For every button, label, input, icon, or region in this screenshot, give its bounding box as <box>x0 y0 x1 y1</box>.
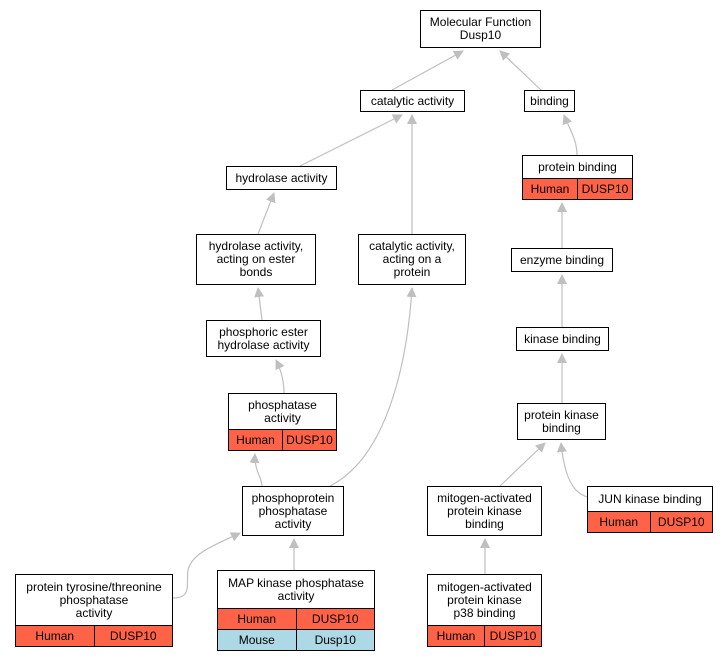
edge-mapkb-to-pkb <box>499 442 546 487</box>
go-term-title: phosphoric ester hydrolase activity <box>207 321 320 356</box>
go-term-title: protein binding <box>523 156 632 178</box>
go-term-title: catalytic activity, acting on a protein <box>359 235 465 284</box>
go-term-title: binding <box>525 91 574 111</box>
edge-ptyr-to-ppp <box>172 532 241 599</box>
go-term-node-pkb[interactable]: protein kinase binding <box>517 403 606 440</box>
go-term-label: phosphoric ester hydrolase activity <box>217 324 310 352</box>
go-term-title: protein tyrosine/threonine phosphatase a… <box>16 575 172 625</box>
species-cell: Human <box>436 629 476 643</box>
go-term-node-p38[interactable]: mitogen-activated protein kinase p38 bin… <box>427 574 542 647</box>
go-term-title: mitogen-activated protein kinase binding <box>428 487 541 535</box>
go-term-node-cat[interactable]: catalytic activity <box>360 90 465 112</box>
go-term-label: enzyme binding <box>519 252 605 267</box>
edge-ppp-to-phosact <box>249 453 263 487</box>
species-cell: Human <box>35 629 75 643</box>
go-term-title: hydrolase activity, acting on ester bond… <box>197 235 315 284</box>
go-term-node-mapkb[interactable]: mitogen-activated protein kinase binding <box>427 486 542 536</box>
go-term-node-enz[interactable]: enzyme binding <box>511 248 613 272</box>
go-term-label: binding <box>530 93 569 108</box>
go-term-title: mitogen-activated protein kinase p38 bin… <box>428 575 541 625</box>
go-term-label: JUN kinase binding <box>598 491 702 506</box>
go-term-label: protein kinase binding <box>524 407 599 435</box>
annotation-row-human: Human DUSP10 <box>523 178 632 199</box>
species-cell: Human <box>236 433 275 447</box>
species-cell: Human <box>237 612 277 626</box>
species-cell: Human <box>530 182 570 196</box>
gene-cell: Dusp10 <box>295 630 375 650</box>
go-term-node-mf[interactable]: Molecular Function Dusp10 <box>420 10 541 48</box>
go-term-title: enzyme binding <box>512 249 612 271</box>
gene-cell: DUSP10 <box>93 626 173 646</box>
edge-ppp-to-catprot <box>329 287 417 487</box>
annotation-row-human: Human DUSP10 <box>218 608 374 629</box>
annotation-row-human: Human DUSP10 <box>428 625 541 646</box>
go-term-title: catalytic activity <box>361 91 464 111</box>
go-term-title: hydrolase activity <box>227 167 336 189</box>
species-cell: Human <box>599 515 639 529</box>
go-term-title: phosphoprotein phosphatase activity <box>243 487 343 535</box>
gene-cell: DUSP10 <box>649 512 713 532</box>
edge-hydro-to-cat <box>299 114 403 167</box>
go-term-title: kinase binding <box>517 328 608 350</box>
go-term-label: catalytic activity, acting on a protein <box>369 239 455 279</box>
edge-phosact-to-phos <box>275 359 285 394</box>
go-term-title: Molecular Function Dusp10 <box>421 11 540 47</box>
gene-cell: DUSP10 <box>484 626 541 646</box>
go-term-node-ptyr[interactable]: protein tyrosine/threonine phosphatase a… <box>15 574 173 647</box>
go-term-node-phos[interactable]: phosphoric ester hydrolase activity <box>206 320 321 357</box>
go-term-label: protein binding <box>538 159 617 174</box>
gene-cell: DUSP10 <box>282 430 336 450</box>
go-term-title: protein kinase binding <box>518 404 605 439</box>
gene-cell: DUSP10 <box>295 609 375 629</box>
annotation-row-human: Human DUSP10 <box>588 511 712 532</box>
go-term-label: mitogen-activated protein kinase p38 bin… <box>437 579 532 620</box>
edge-hydroest-to-hydro <box>257 192 276 235</box>
go-term-label: phosphoprotein phosphatase activity <box>251 490 335 531</box>
go-term-node-hydro[interactable]: hydrolase activity <box>226 166 337 190</box>
go-term-label: MAP kinase phosphatase activity <box>228 575 364 603</box>
go-term-label: Molecular Function Dusp10 <box>429 15 532 42</box>
go-term-node-kin[interactable]: kinase binding <box>516 327 609 351</box>
go-term-node-ppp[interactable]: phosphoprotein phosphatase activity <box>242 486 344 536</box>
go-term-title: MAP kinase phosphatase activity <box>218 571 374 608</box>
edge-binding-to-mf <box>499 50 542 91</box>
go-term-label: kinase binding <box>524 331 601 346</box>
edge-cat-to-mf <box>391 50 464 91</box>
go-term-title: phosphatase activity <box>229 394 336 429</box>
go-term-label: mitogen-activated protein kinase binding <box>437 490 532 531</box>
go-term-label: phosphatase activity <box>248 397 317 425</box>
go-term-label: catalytic activity <box>370 93 455 108</box>
go-term-label: protein tyrosine/threonine phosphatase a… <box>26 579 162 620</box>
edge-pb-to-binding <box>562 114 578 156</box>
annotation-row-human: Human DUSP10 <box>229 429 336 450</box>
go-term-title: JUN kinase binding <box>588 487 712 511</box>
annotation-row-human: Human DUSP10 <box>16 625 172 646</box>
edge-phos-to-hydroest <box>254 287 265 321</box>
species-cell: Mouse <box>238 633 275 647</box>
annotation-row-mouse: Mouse Dusp10 <box>218 629 374 650</box>
go-term-label: hydrolase activity, acting on ester bond… <box>208 239 304 279</box>
go-term-node-hydroest[interactable]: hydrolase activity, acting on ester bond… <box>196 234 316 285</box>
gene-cell: DUSP10 <box>577 179 632 199</box>
go-term-node-catprot[interactable]: catalytic activity, acting on a protein <box>358 234 466 285</box>
go-term-label: hydrolase activity <box>235 170 328 185</box>
go-term-node-binding[interactable]: binding <box>524 90 575 112</box>
